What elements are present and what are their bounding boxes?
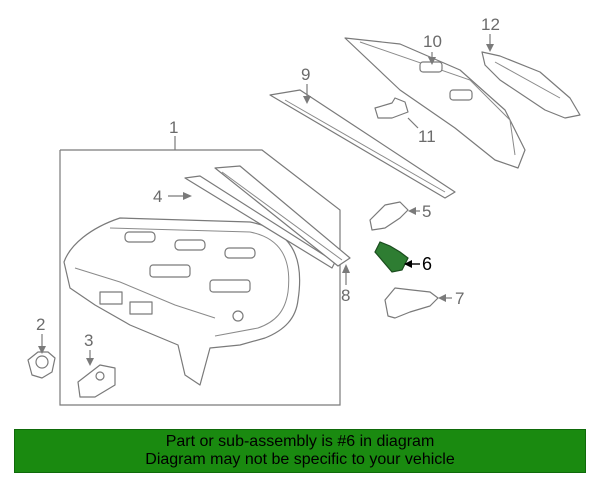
shelf-bracket-2: [129, 301, 153, 315]
part-12-group: 12: [481, 15, 581, 119]
part-11-bracket: [374, 97, 409, 119]
part-3-clip-hole: [95, 371, 105, 381]
callout-3: 3: [84, 331, 93, 350]
info-banner: Part or sub-assembly is #6 in diagram Di…: [14, 429, 586, 473]
part-2-arrow: [38, 346, 46, 354]
part-6-highlighted-bracket: [374, 241, 409, 273]
shelf-slot-3: [224, 247, 256, 259]
part-2-group: 2: [27, 315, 56, 379]
callout-2: 2: [36, 315, 45, 334]
part-3-clip: [77, 364, 116, 398]
part-10-arrow: [428, 57, 436, 65]
part-12-arrow: [486, 44, 494, 52]
callout-5: 5: [422, 202, 431, 221]
callout-6: 6: [422, 254, 432, 274]
part-2-grommet-hole: [35, 355, 49, 369]
part-10-slot-1: [419, 61, 443, 73]
part-6-group: 6: [374, 241, 432, 274]
callout-9: 9: [301, 65, 310, 84]
part-8-group: 8: [214, 165, 351, 305]
callout-7: 7: [455, 289, 464, 308]
part-11-leader: [407, 117, 419, 129]
banner-line-2: Diagram may not be specific to your vehi…: [145, 451, 455, 468]
part-3-arrow: [86, 358, 94, 366]
shelf-slot-1: [124, 231, 156, 243]
callout-12: 12: [481, 15, 500, 34]
shelf-slot-4: [149, 264, 191, 278]
shelf-hole: [232, 310, 244, 322]
part-10-inner-line: [359, 41, 516, 156]
part-5-group: 5: [369, 201, 431, 231]
part-9-arrow: [303, 96, 311, 104]
part-6-arrow: [404, 260, 412, 268]
part-5-arrow: [408, 207, 416, 215]
part-7-group: 7: [384, 287, 464, 319]
part-4-arrow: [183, 192, 192, 200]
shelf-bracket-1: [99, 291, 123, 305]
part-7-bracket: [384, 287, 439, 319]
shelf-slot-5: [209, 279, 251, 293]
shelf-trim-line: [74, 267, 216, 319]
banner-line-1: Part or sub-assembly is #6 in diagram: [165, 433, 435, 450]
part-8-inner-line: [221, 171, 343, 261]
part-3-group: 3: [77, 331, 116, 398]
part-9-group: 9: [269, 65, 456, 199]
callout-10: 10: [423, 32, 442, 51]
rear-shelf-panel: [63, 217, 301, 386]
part-12-inner-line: [494, 61, 561, 99]
part-11-group: 11: [374, 97, 436, 146]
callout-11: 11: [418, 127, 436, 146]
part-8-arrow: [342, 264, 350, 273]
part-10-slot-2: [449, 89, 473, 101]
callout-4: 4: [153, 187, 162, 206]
part-9-inner-line: [284, 99, 446, 193]
shelf-slot-2: [174, 239, 206, 251]
shelf-inner-edge: [109, 227, 290, 337]
callout-1: 1: [169, 118, 178, 137]
part-7-arrow: [438, 294, 446, 302]
part-10-group: 10: [344, 32, 526, 169]
part-1-frame: [59, 149, 341, 406]
callout-8: 8: [341, 286, 350, 305]
part-1-group: 1: [59, 118, 341, 406]
part-5-clip: [369, 201, 409, 231]
